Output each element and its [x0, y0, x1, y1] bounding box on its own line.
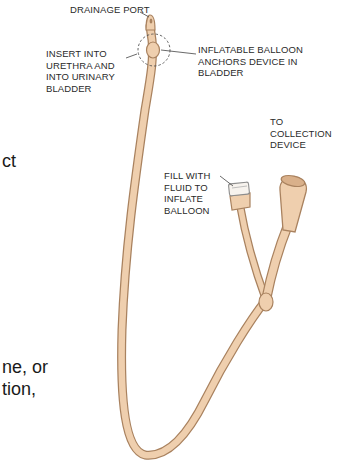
slide-text-fragment: tion, — [2, 378, 36, 400]
catheter-tube-fill — [122, 26, 266, 455]
slide-text-fragment: ct — [2, 150, 16, 172]
valve-cap — [228, 182, 249, 196]
funnel-opening — [280, 174, 306, 189]
inflation-arm — [240, 205, 266, 300]
part-label: INSERT INTO URETHRA AND INTO URINARY BLA… — [46, 48, 126, 94]
catheter-tube — [122, 26, 266, 455]
drainage-eye — [150, 19, 153, 24]
valve-ridge — [232, 186, 247, 188]
part-label: INFLATABLE BALLOON ANCHORS DEVICE IN BLA… — [198, 44, 310, 79]
y-junction — [259, 293, 273, 311]
part-label: FILL WITH FLUID TO INFLATE BALLOON — [164, 170, 220, 216]
dashed-callout-circle — [138, 34, 170, 66]
leader-line — [126, 54, 137, 58]
balloon — [147, 42, 160, 58]
catheter-tip — [146, 15, 155, 30]
leader-line — [220, 176, 233, 186]
part-label: DRAINAGE PORT — [70, 4, 150, 16]
drainage-arm-fill — [266, 225, 288, 300]
slide-text-fragment: ne, or — [2, 356, 48, 378]
leader-line — [161, 50, 196, 54]
part-label: TO COLLECTION DEVICE — [270, 116, 336, 151]
drainage-arm — [266, 225, 288, 300]
inflation-arm-fill — [240, 205, 266, 300]
